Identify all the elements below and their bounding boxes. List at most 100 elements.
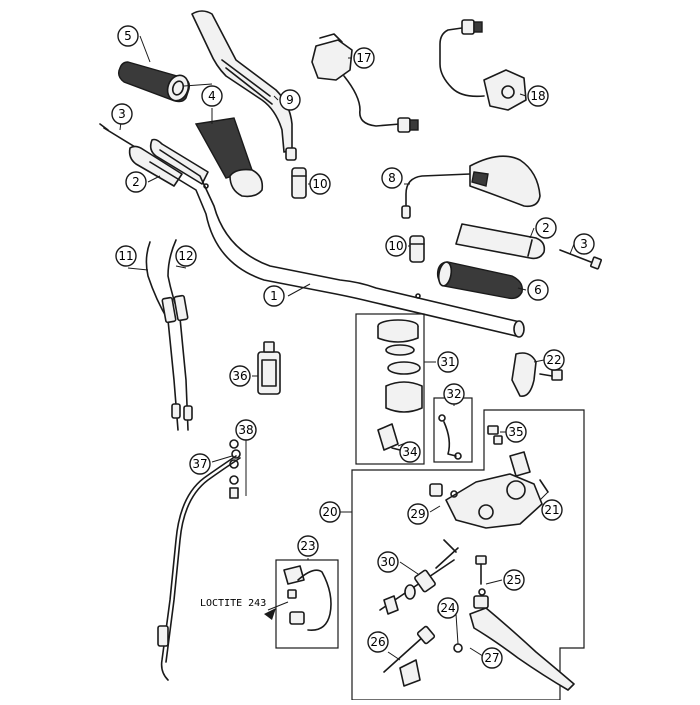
callout-6: 6 xyxy=(527,279,549,301)
callout-1: 1 xyxy=(263,285,285,307)
callout-35: 35 xyxy=(505,421,527,443)
svg-text:26: 26 xyxy=(370,635,385,649)
loctite-arrow xyxy=(264,608,276,620)
reservoir-clamp-22 xyxy=(511,352,563,397)
switch-kit-23 xyxy=(283,565,332,631)
callout-23: 23 xyxy=(297,535,319,557)
callout-22: 22 xyxy=(543,349,565,371)
svg-text:24: 24 xyxy=(440,601,455,615)
callout-26: 26 xyxy=(367,631,389,653)
clutch-line-37 xyxy=(157,449,241,681)
clutch-body-21 xyxy=(445,451,549,529)
callout-12: 12 xyxy=(175,245,197,267)
svg-text:10: 10 xyxy=(312,177,327,191)
svg-text:8: 8 xyxy=(388,171,396,185)
callout-25: 25 xyxy=(503,569,525,591)
svg-text:20: 20 xyxy=(322,505,337,519)
callout-37: 37 xyxy=(189,453,211,475)
callout-9: 9 xyxy=(279,89,301,111)
svg-text:2: 2 xyxy=(132,175,140,189)
callout-30: 30 xyxy=(377,551,399,573)
leader-lines xyxy=(119,35,575,661)
callout-36: 36 xyxy=(229,365,251,387)
svg-text:25: 25 xyxy=(506,573,521,587)
svg-text:9: 9 xyxy=(286,93,294,107)
loctite-note: LOCTITE 243 xyxy=(200,598,266,609)
handlebar-1 xyxy=(149,149,525,338)
hose-kit-frame xyxy=(433,397,473,463)
switch-26 xyxy=(383,625,436,687)
callout-38: 38 xyxy=(235,419,257,441)
svg-text:10: 10 xyxy=(388,239,403,253)
callout-4: 4 xyxy=(201,85,223,107)
svg-text:29: 29 xyxy=(410,507,425,521)
svg-text:21: 21 xyxy=(544,503,559,517)
clutch-lever-27 xyxy=(437,595,575,691)
callout-29: 29 xyxy=(407,503,429,525)
svg-text:30: 30 xyxy=(380,555,395,569)
svg-text:1: 1 xyxy=(270,289,278,303)
svg-text:18: 18 xyxy=(530,89,545,103)
callout-31: 31 xyxy=(437,351,459,373)
svg-text:5: 5 xyxy=(124,29,132,43)
svg-text:2: 2 xyxy=(542,221,550,235)
switch-17 xyxy=(311,33,419,133)
left-grip-rubber xyxy=(117,61,191,103)
reservoir-kit-31 xyxy=(377,319,423,453)
piston-kit-30 xyxy=(379,539,459,615)
callout-21: 21 xyxy=(541,499,563,521)
svg-text:17: 17 xyxy=(356,51,371,65)
svg-text:35: 35 xyxy=(508,425,523,439)
callouts: 5 4 9 3 2 10 17 18 8 2 3 10 6 11 12 1 31… xyxy=(111,25,595,669)
svg-text:32: 32 xyxy=(446,387,461,401)
svg-text:23: 23 xyxy=(300,539,315,553)
throttle-assembly-9 xyxy=(191,10,297,161)
svg-text:36: 36 xyxy=(232,369,247,383)
svg-text:3: 3 xyxy=(580,237,588,251)
callout-3: 3 xyxy=(111,103,133,125)
callout-3-right: 3 xyxy=(573,233,595,255)
svg-text:11: 11 xyxy=(118,249,133,263)
callout-32: 32 xyxy=(443,383,465,405)
bar-end-weight-2-right xyxy=(455,223,546,260)
bar-end-screw-3-right xyxy=(559,249,602,270)
hose-kit-32 xyxy=(438,414,462,460)
callout-27: 27 xyxy=(481,647,503,669)
callout-11: 11 xyxy=(115,245,137,267)
switch-kit-frame xyxy=(275,559,339,649)
callout-5: 5 xyxy=(117,25,139,47)
callout-8: 8 xyxy=(381,167,403,189)
callout-10: 10 xyxy=(309,173,331,195)
callout-2-right: 2 xyxy=(535,217,557,239)
svg-text:22: 22 xyxy=(546,353,561,367)
svg-text:4: 4 xyxy=(208,89,216,103)
svg-text:12: 12 xyxy=(178,249,193,263)
sleeve-10-top xyxy=(291,167,307,199)
callout-18: 18 xyxy=(527,85,549,107)
oil-bottle-36 xyxy=(257,341,281,395)
callout-34: 34 xyxy=(399,441,421,463)
callout-17: 17 xyxy=(353,47,375,69)
bolt-25 xyxy=(475,555,487,596)
callout-2: 2 xyxy=(125,171,147,193)
svg-text:27: 27 xyxy=(484,651,499,665)
right-grip-6 xyxy=(436,261,523,300)
sleeve-10-right xyxy=(409,235,425,263)
screws-35 xyxy=(487,425,503,445)
svg-text:38: 38 xyxy=(238,423,253,437)
reservoir-kit-frame xyxy=(355,313,425,465)
svg-text:34: 34 xyxy=(402,445,417,459)
callout-10-right: 10 xyxy=(385,235,407,257)
callout-20: 20 xyxy=(319,501,341,523)
throttle-grip-4 xyxy=(194,117,264,198)
throttle-cables-11-12 xyxy=(145,239,193,431)
svg-text:6: 6 xyxy=(534,283,542,297)
mirror-8 xyxy=(401,155,541,219)
svg-text:37: 37 xyxy=(192,457,207,471)
switch-18 xyxy=(439,19,527,111)
svg-text:31: 31 xyxy=(440,355,455,369)
svg-text:3: 3 xyxy=(118,107,126,121)
banjo-bolts-38 xyxy=(229,439,239,499)
